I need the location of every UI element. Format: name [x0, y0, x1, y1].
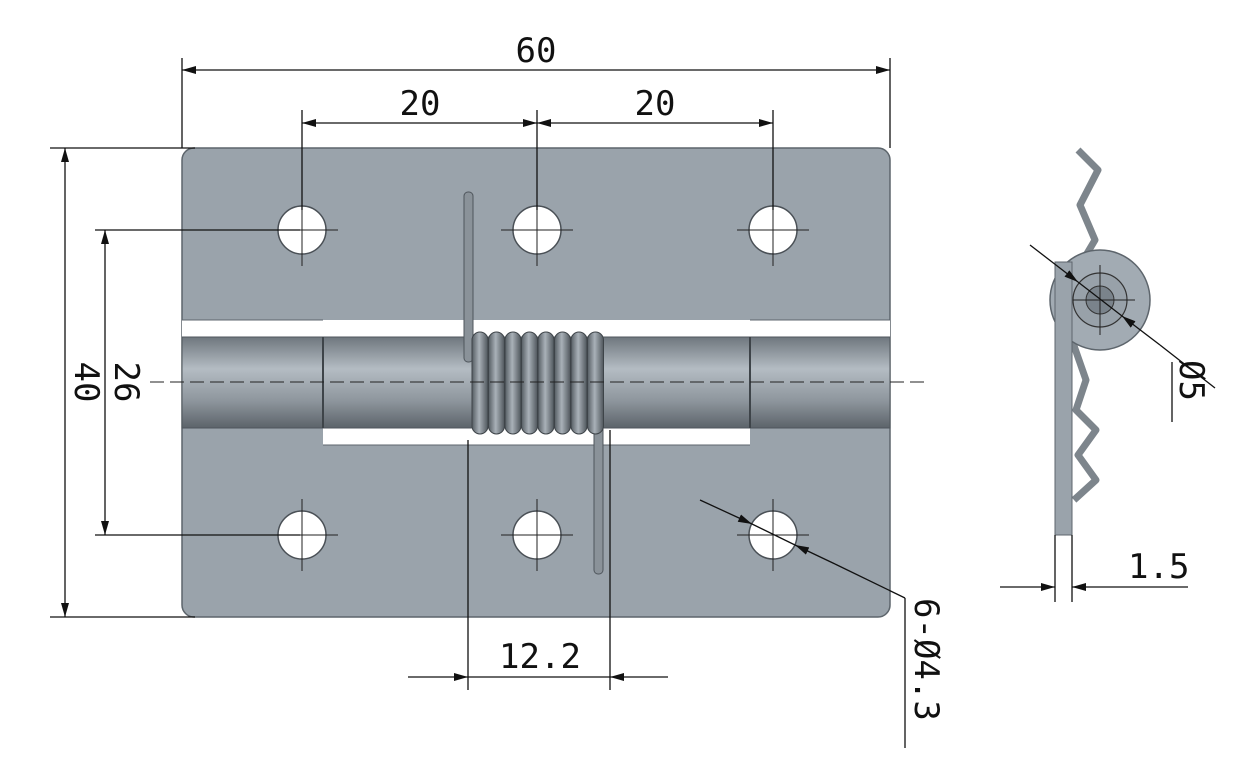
dim-20-left-label: 20: [400, 84, 441, 124]
mounting-holes: [266, 194, 809, 571]
spring-coil: [537, 331, 555, 435]
dim-12-2-label: 12.2: [499, 637, 581, 677]
dim-26-label: 26: [106, 362, 146, 403]
hole-callout-label: 6-Ø4.3: [906, 598, 946, 721]
mounting-hole: [501, 499, 573, 571]
spring-coil: [554, 331, 571, 435]
dim-pin-diameter: Ø5: [1029, 244, 1216, 422]
dim-overall-height: 40: [50, 147, 195, 618]
torsion-spring: [463, 191, 604, 575]
spring-coil: [587, 331, 604, 435]
spring-coil: [471, 331, 489, 435]
mounting-hole: [501, 194, 573, 266]
mounting-hole: [737, 499, 809, 571]
mounting-hole: [266, 499, 338, 571]
spring-coil: [488, 331, 505, 435]
spring-coil: [521, 331, 538, 435]
dim-hole-pitch: 20 20: [301, 84, 774, 210]
spring-coil: [504, 331, 522, 435]
dim-20-right-label: 20: [635, 84, 676, 124]
dim-overall-width: 60: [181, 31, 891, 148]
side-view: [1049, 147, 1151, 536]
side-plate: [1054, 261, 1073, 536]
dim-40-label: 40: [66, 362, 106, 403]
front-view: [150, 147, 930, 618]
dim-spring-length: 12.2: [408, 430, 668, 690]
dim-thickness: 1.5: [1000, 535, 1189, 602]
mounting-hole: [737, 194, 809, 266]
spring-coil: [570, 331, 588, 435]
hole-callout: 6-Ø4.3: [699, 499, 946, 748]
dim-60-label: 60: [516, 31, 557, 71]
dim-hole-row-spacing: 26: [95, 229, 300, 536]
dim-pin-diameter-label: Ø5: [1171, 360, 1211, 401]
dim-thickness-label: 1.5: [1128, 547, 1189, 587]
